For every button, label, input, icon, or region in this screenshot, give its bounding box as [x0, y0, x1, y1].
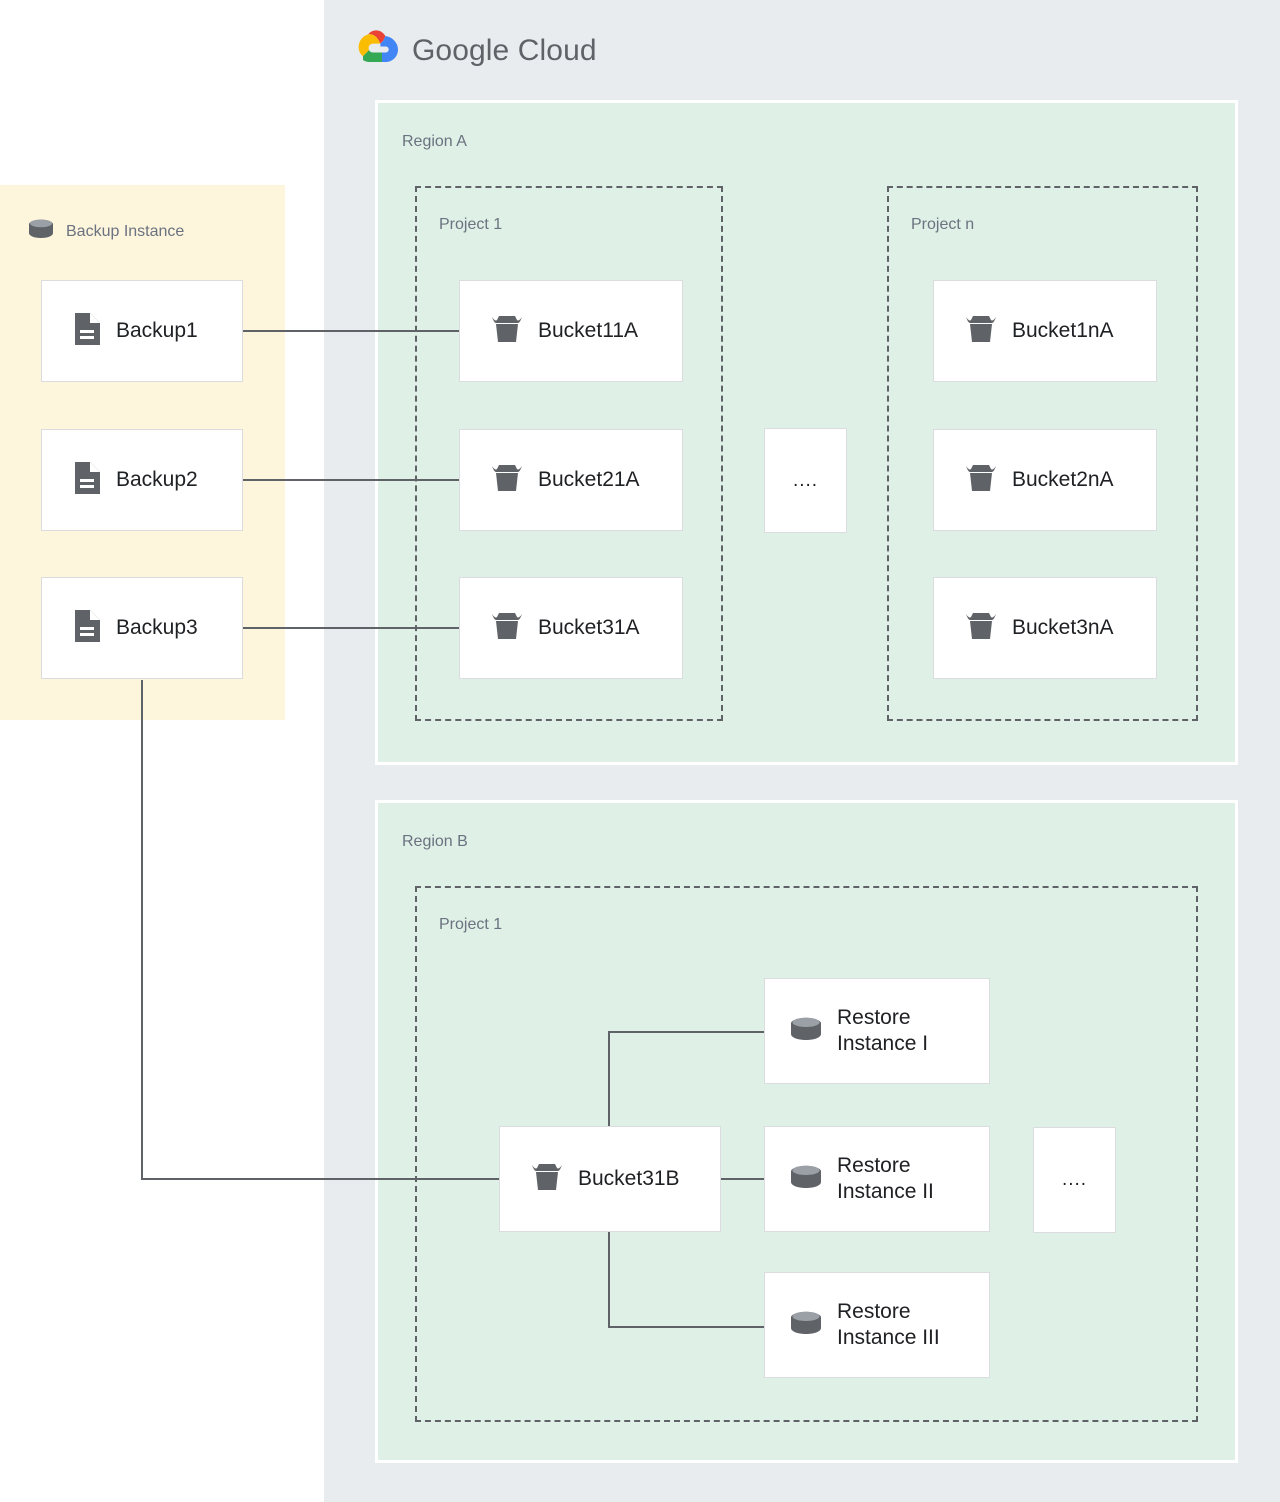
bucket-icon	[490, 313, 524, 350]
node-bucket31b[interactable]: Bucket31B	[499, 1126, 721, 1232]
node-bucket1na-label: Bucket1nA	[1012, 318, 1114, 342]
google-cloud-brand: Google Cloud	[356, 30, 597, 71]
node-backup1-label: Backup1	[116, 318, 198, 342]
bucket-icon	[530, 1161, 564, 1198]
database-icon	[789, 1014, 823, 1049]
node-bucket3na-label: Bucket3nA	[1012, 615, 1114, 639]
node-bucket11a-label: Bucket11A	[538, 318, 639, 342]
node-restore-instance-i[interactable]: Restore Instance I	[764, 978, 990, 1084]
node-bucket31b-label: Bucket31B	[578, 1166, 680, 1190]
database-icon	[789, 1308, 823, 1343]
bucket-icon	[490, 610, 524, 647]
region-a-ellipsis-label: ....	[792, 469, 819, 491]
region-b-label: Region B	[402, 833, 468, 850]
connector-backup2-to-bucket21a	[243, 479, 459, 481]
region-a-label: Region A	[402, 133, 467, 150]
node-bucket21a[interactable]: Bucket21A	[459, 429, 683, 531]
document-icon	[72, 461, 102, 500]
connector-backup1-to-bucket11a	[243, 330, 459, 332]
node-bucket2na-label: Bucket2nA	[1012, 467, 1114, 491]
connector-bucket31b-to-restore-i-horizontal	[608, 1031, 764, 1033]
node-bucket21a-label: Bucket21A	[538, 467, 640, 491]
backup-instance-title: Backup Instance	[66, 222, 185, 240]
node-backup2-label: Backup2	[116, 467, 198, 491]
region-a-project-1-label: Project 1	[439, 216, 503, 233]
region-a-ellipsis-box: ....	[764, 428, 847, 533]
brand-title-google: Google	[412, 33, 510, 67]
node-bucket31a[interactable]: Bucket31A	[459, 577, 683, 679]
node-restore-instance-ii-label: Restore Instance II	[837, 1153, 934, 1203]
bucket-icon	[964, 313, 998, 350]
node-restore-instance-iii-label: Restore Instance III	[837, 1299, 940, 1349]
node-restore-instance-ii[interactable]: Restore Instance II	[764, 1126, 990, 1232]
node-backup1[interactable]: Backup1	[41, 280, 243, 382]
bucket-icon	[964, 462, 998, 499]
database-icon	[28, 218, 54, 245]
bucket-icon	[964, 610, 998, 647]
node-bucket3na[interactable]: Bucket3nA	[933, 577, 1157, 679]
region-a-project-n-label: Project n	[911, 216, 975, 233]
node-backup2[interactable]: Backup2	[41, 429, 243, 531]
region-a-project-1-container: Project 1	[415, 186, 723, 721]
node-bucket11a[interactable]: Bucket11A	[459, 280, 683, 382]
database-icon	[789, 1162, 823, 1197]
bucket-icon	[490, 462, 524, 499]
connector-bucket31b-to-restore-i-vertical	[608, 1031, 610, 1127]
region-b-ellipsis-box: ....	[1033, 1127, 1116, 1233]
node-restore-instance-iii[interactable]: Restore Instance III	[764, 1272, 990, 1378]
node-bucket1na[interactable]: Bucket1nA	[933, 280, 1157, 382]
region-b-project-1-label: Project 1	[439, 916, 503, 933]
region-b-ellipsis-label: ....	[1061, 1169, 1088, 1190]
connector-bucket31b-to-restore-ii	[721, 1178, 764, 1180]
region-a-project-n-container: Project n	[887, 186, 1198, 721]
document-icon	[72, 609, 102, 648]
backup-instance-header: Backup Instance	[28, 218, 184, 245]
node-backup3-label: Backup3	[116, 615, 198, 639]
connector-backup3-to-bucket31b-horizontal	[141, 1178, 499, 1180]
connector-bucket31b-to-restore-iii-vertical	[608, 1232, 610, 1328]
region-b-project-1-container: Project 1	[415, 886, 1198, 1422]
brand-title-cloud: Cloud	[509, 33, 597, 67]
node-backup3[interactable]: Backup3	[41, 577, 243, 679]
connector-backup3-to-bucket31a	[243, 627, 459, 629]
connector-backup3-to-bucket31b-vertical	[141, 680, 143, 1180]
google-cloud-logo-icon	[356, 30, 400, 71]
document-icon	[72, 312, 102, 351]
node-bucket2na[interactable]: Bucket2nA	[933, 429, 1157, 531]
node-bucket31a-label: Bucket31A	[538, 615, 640, 639]
brand-title: Google Cloud	[412, 34, 597, 68]
node-restore-instance-i-label: Restore Instance I	[837, 1005, 929, 1055]
connector-bucket31b-to-restore-iii-horizontal	[608, 1326, 764, 1328]
